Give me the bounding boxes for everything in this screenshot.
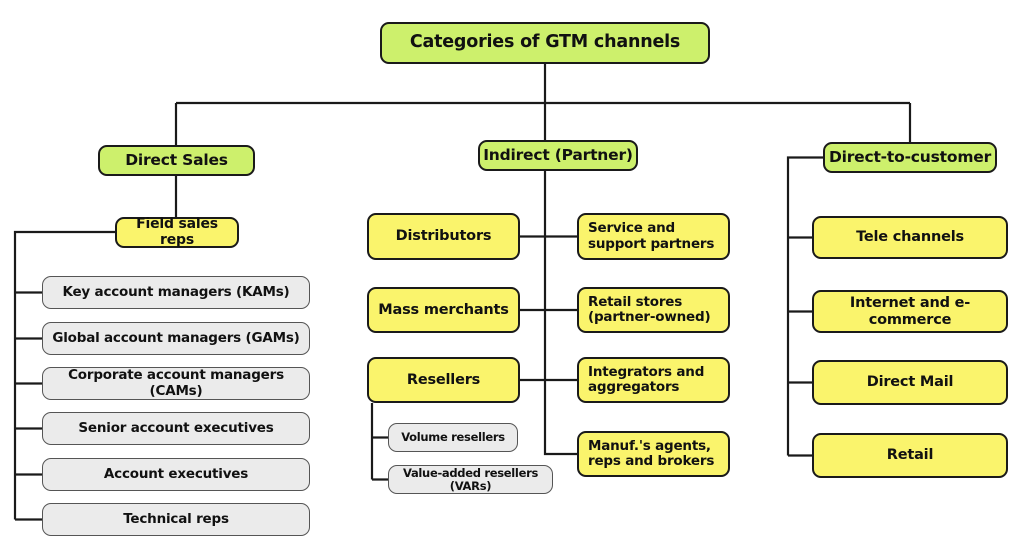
node-value-added-resellers-label: Value-added resellers (VARs) [402, 465, 538, 493]
node-direct-sales-label: Direct Sales [125, 150, 228, 169]
resellers-bracket [370, 403, 389, 481]
node-account-executives-label: Account executives [103, 465, 249, 482]
node-global-account-managers[interactable]: Global account managers (GAMs) [42, 322, 310, 355]
node-global-account-managers-label: Global account managers (GAMs) [52, 329, 300, 346]
node-direct-to-customer[interactable]: Direct-to-customer [823, 142, 997, 173]
node-senior-account-executives-label: Senior account executives [78, 419, 274, 436]
node-service-support-partners[interactable]: Service and support partners [577, 213, 730, 260]
node-field-sales-reps[interactable]: Field sales reps [115, 215, 239, 248]
indirect-spine [519, 171, 578, 456]
node-manufacturers-agents[interactable]: Manuf.'s agents, reps and brokers [577, 431, 730, 477]
node-title-label: Categories of GTM channels [409, 32, 681, 53]
node-resellers[interactable]: Resellers [367, 357, 520, 403]
node-retail[interactable]: Retail [812, 433, 1008, 478]
node-technical-reps[interactable]: Technical reps [42, 503, 310, 536]
node-integrators-aggregators[interactable]: Integrators and aggregators [577, 357, 730, 403]
node-field-sales-reps-label: Field sales reps [136, 215, 218, 248]
trunk-connector [174, 63, 912, 146]
node-key-account-managers[interactable]: Key account managers (KAMs) [42, 276, 310, 309]
node-senior-account-executives[interactable]: Senior account executives [42, 412, 310, 445]
node-mass-merchants-label: Mass merchants [378, 301, 509, 318]
node-resellers-label: Resellers [406, 371, 481, 388]
node-key-account-managers-label: Key account managers (KAMs) [62, 283, 290, 300]
node-title[interactable]: Categories of GTM channels [380, 22, 710, 64]
node-internet-ecommerce-label: Internet and e-commerce [849, 295, 971, 328]
node-direct-mail-label: Direct Mail [866, 374, 954, 391]
node-distributors-label: Distributors [395, 228, 492, 245]
node-service-support-partners-label: Service and support partners [588, 220, 715, 252]
node-retail-stores-partner-owned[interactable]: Retail stores (partner-owned) [577, 287, 730, 333]
field-reps-bracket [13, 230, 116, 521]
node-integrators-aggregators-label: Integrators and aggregators [588, 363, 705, 395]
node-tele-channels[interactable]: Tele channels [812, 216, 1008, 259]
node-value-added-resellers[interactable]: Value-added resellers (VARs) [388, 465, 553, 494]
dtc-bracket [786, 156, 824, 457]
node-manufacturers-agents-label: Manuf.'s agents, reps and brokers [588, 437, 715, 469]
node-retail-stores-partner-owned-label: Retail stores (partner-owned) [588, 293, 711, 325]
node-indirect-partner-label: Indirect (Partner) [483, 145, 633, 164]
node-retail-label: Retail [886, 447, 934, 464]
node-direct-mail[interactable]: Direct Mail [812, 360, 1008, 405]
node-corporate-account-managers[interactable]: Corporate account managers (CAMs) [42, 367, 310, 400]
node-account-executives[interactable]: Account executives [42, 458, 310, 491]
node-technical-reps-label: Technical reps [123, 510, 229, 527]
node-volume-resellers[interactable]: Volume resellers [388, 423, 518, 452]
node-mass-merchants[interactable]: Mass merchants [367, 287, 520, 333]
node-distributors[interactable]: Distributors [367, 213, 520, 260]
node-corporate-account-managers-label: Corporate account managers (CAMs) [68, 367, 284, 399]
node-internet-ecommerce[interactable]: Internet and e-commerce [812, 290, 1008, 333]
node-volume-resellers-label: Volume resellers [401, 430, 505, 445]
node-direct-to-customer-label: Direct-to-customer [828, 147, 992, 166]
node-tele-channels-label: Tele channels [856, 229, 964, 246]
node-indirect-partner[interactable]: Indirect (Partner) [478, 140, 638, 171]
node-direct-sales[interactable]: Direct Sales [98, 145, 255, 176]
